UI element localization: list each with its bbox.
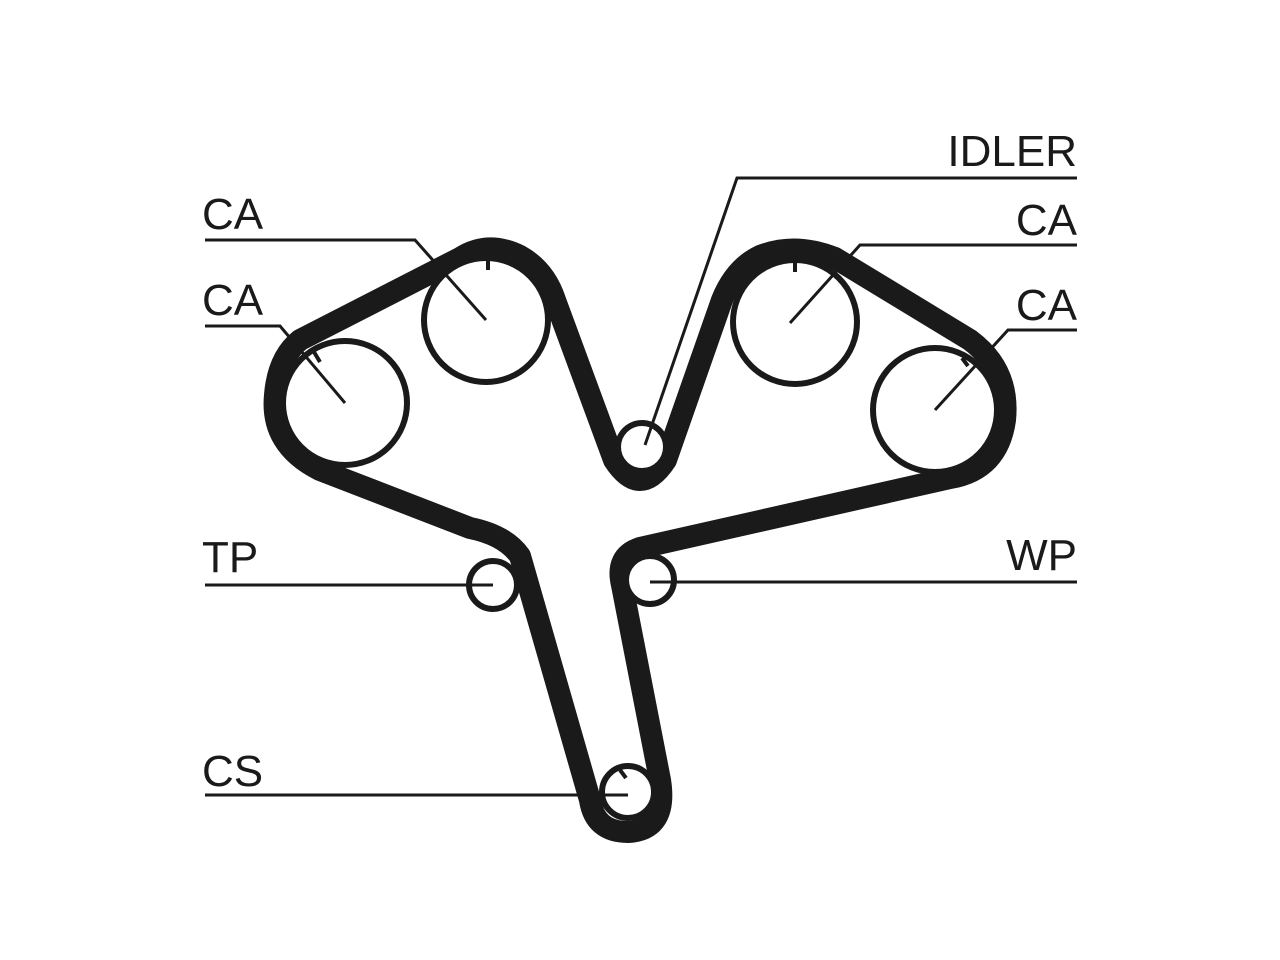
leader-idler: [643, 176, 1077, 446]
idler-pulley: [615, 420, 669, 474]
timing-mark-crank: [618, 768, 628, 780]
water-pump-pulley: [623, 553, 677, 607]
label-ca-top-left: CA: [202, 190, 264, 239]
label-tp: TP: [202, 533, 258, 582]
leader-ca-mid-right: [933, 328, 1077, 412]
label-ca-top-right: CA: [1016, 196, 1078, 245]
camshaft-pulley-top-right: [730, 257, 860, 387]
label-cs: CS: [202, 747, 263, 796]
leader-ca-mid-left: [205, 324, 347, 404]
timing-belt: [263, 237, 1017, 843]
label-ca-mid-right: CA: [1016, 281, 1078, 330]
label-idler: IDLER: [947, 127, 1077, 176]
timing-mark-mid-left: [312, 350, 322, 364]
crankshaft-pulley: [599, 763, 657, 821]
label-ca-mid-left: CA: [202, 276, 264, 325]
leader-ca-top-right: [788, 243, 1077, 325]
timing-mark-mid-right: [960, 356, 970, 368]
label-wp: WP: [1006, 531, 1077, 580]
leader-ca-top-left: [205, 238, 488, 321]
